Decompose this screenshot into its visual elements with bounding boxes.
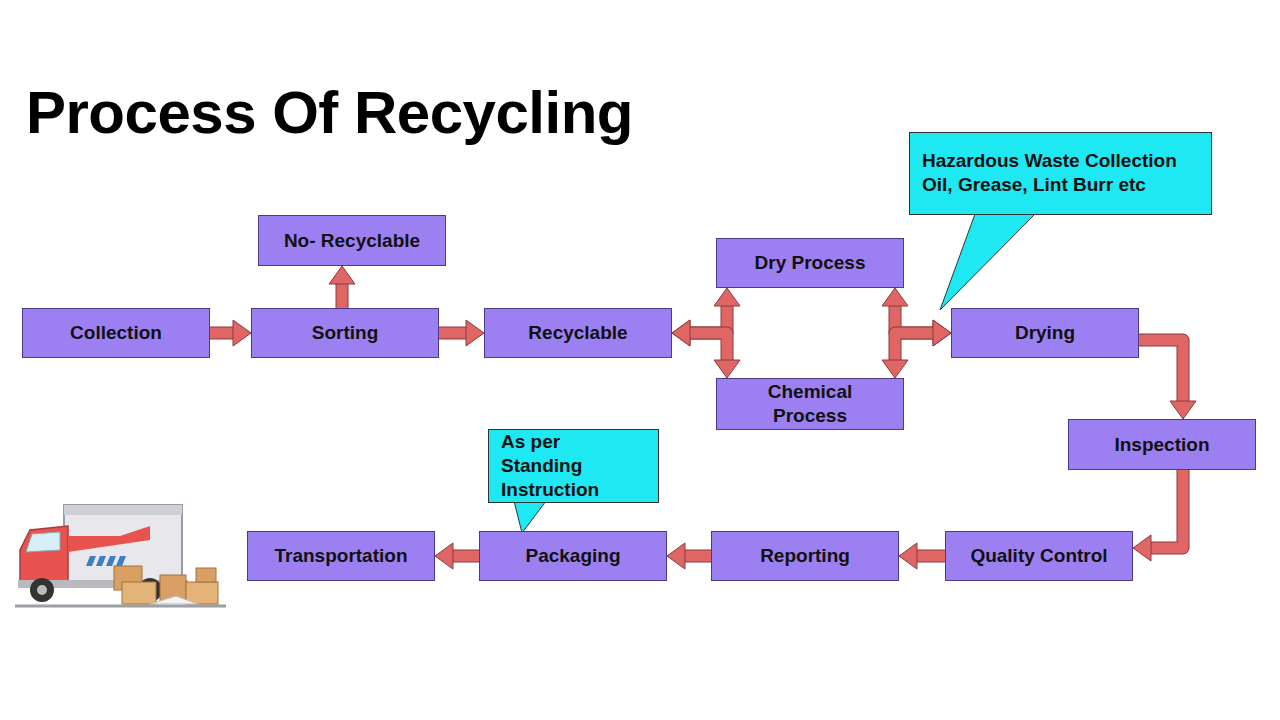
arrow-body	[916, 551, 945, 562]
arrow-outline	[439, 327, 467, 340]
arrow-head	[329, 266, 355, 284]
arrow-body	[337, 283, 348, 308]
flow-arrow	[1139, 340, 1196, 419]
box-label: No- Recyclable	[284, 229, 420, 253]
box-label: Quality Control	[970, 544, 1107, 568]
arrow-head	[233, 320, 251, 346]
process-box: Transportation	[247, 531, 435, 581]
arrow-outline	[689, 305, 727, 333]
flow-arrow	[899, 543, 945, 569]
flow-arrow	[667, 543, 711, 569]
arrow-body	[689, 333, 727, 361]
callout-tail	[514, 501, 546, 533]
side-stripes	[86, 556, 126, 566]
arrow-outline	[895, 333, 934, 361]
arrow-body	[439, 328, 467, 339]
arrow-head	[714, 360, 740, 378]
arrow-body	[210, 328, 234, 339]
arrow-body	[895, 305, 934, 333]
truck-cab	[20, 526, 68, 585]
diagram-title: Process Of Recycling	[26, 78, 633, 147]
arrow-head	[933, 320, 951, 346]
arrow-head	[466, 320, 484, 346]
arrow-head	[435, 543, 453, 569]
callout-text: Hazardous Waste Collection Oil, Grease, …	[922, 149, 1199, 197]
flow-arrow	[882, 288, 951, 346]
flow-arrow	[329, 266, 355, 308]
arrow-body	[452, 551, 479, 562]
arrow-head	[714, 288, 740, 306]
box-label: Recyclable	[528, 321, 627, 345]
process-box: Chemical Process	[716, 378, 904, 430]
box-label: Collection	[70, 321, 162, 345]
process-box: Reporting	[711, 531, 899, 581]
process-box: Sorting	[251, 308, 439, 358]
arrow-body	[684, 551, 711, 562]
arrow-outline	[1150, 470, 1183, 548]
arrow-head	[667, 543, 685, 569]
arrow-head	[899, 543, 917, 569]
flow-arrow	[672, 320, 740, 378]
arrow-outline	[916, 550, 945, 563]
arrow-outline	[684, 550, 711, 563]
flow-arrow	[439, 320, 484, 346]
cab-window	[26, 532, 60, 552]
arrow-outline	[689, 333, 727, 361]
box-label: Sorting	[312, 321, 379, 345]
arrow-outline	[452, 550, 479, 563]
arrow-body	[895, 333, 934, 361]
box-label: Dry Process	[755, 251, 866, 275]
flow-arrow	[210, 320, 251, 346]
arrow-head	[1133, 535, 1151, 561]
arrow-body	[1139, 340, 1183, 402]
arrow-body	[689, 305, 727, 333]
ground-line	[15, 605, 226, 608]
arrow-head	[1170, 401, 1196, 419]
arrow-outline	[210, 327, 234, 340]
parcel	[122, 582, 156, 604]
box-label: Transportation	[274, 544, 407, 568]
arrow-head	[933, 320, 951, 346]
process-box: Drying	[951, 308, 1139, 358]
arrow-head	[672, 320, 690, 346]
box-label: Reporting	[760, 544, 850, 568]
process-box: Recyclable	[484, 308, 672, 358]
arrow-body	[1150, 470, 1183, 548]
process-box: Dry Process	[716, 238, 904, 288]
parcel	[196, 568, 216, 582]
box-label: Packaging	[525, 544, 620, 568]
flow-arrow	[435, 543, 479, 569]
process-box: Collection	[22, 308, 210, 358]
arrow-head	[882, 360, 908, 378]
arrow-outline	[895, 305, 934, 333]
cargo-roof	[64, 505, 182, 515]
dolly-ramp	[150, 596, 198, 604]
process-box: Quality Control	[945, 531, 1133, 581]
arrow-head	[672, 320, 690, 346]
truck-illustration	[15, 505, 226, 606]
arrow-outline	[336, 283, 349, 308]
flow-arrow	[672, 288, 740, 346]
box-label: Drying	[1015, 321, 1075, 345]
parcel	[186, 582, 218, 604]
callout-text: As per Standing Instruction	[501, 430, 606, 502]
callout-box: Hazardous Waste Collection Oil, Grease, …	[909, 132, 1212, 215]
wheel-hub	[37, 585, 47, 595]
box-label: Chemical Process	[760, 380, 860, 428]
process-box: Packaging	[479, 531, 667, 581]
truck-stripe	[68, 526, 150, 552]
wheel	[30, 578, 54, 602]
process-box: No- Recyclable	[258, 215, 446, 266]
box-label: Inspection	[1114, 433, 1209, 457]
flow-arrow	[1133, 470, 1183, 561]
flow-arrow	[882, 320, 951, 378]
arrow-head	[882, 288, 908, 306]
arrow-outline	[1139, 340, 1183, 402]
callout-box: As per Standing Instruction	[488, 429, 659, 503]
callout-tail	[940, 214, 1035, 310]
process-box: Inspection	[1068, 419, 1256, 470]
